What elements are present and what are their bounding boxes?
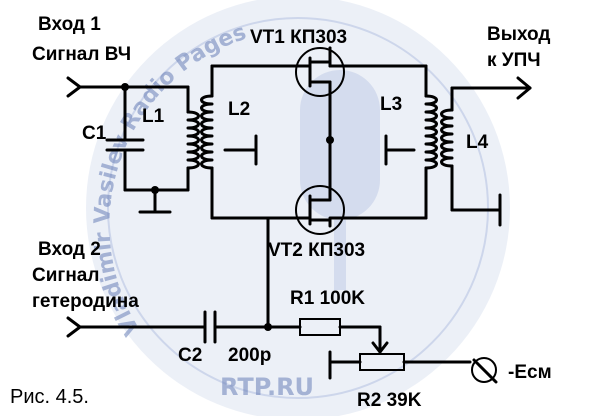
input1-circuit (66, 76, 200, 214)
label-l3: L3 (380, 94, 402, 115)
watermark-text-bottom: RTP.RU (220, 373, 314, 401)
supply-terminal-slash (472, 358, 498, 384)
watermark: Vladimir Vasilev Radio Pages RTP.RU (86, 0, 510, 416)
label-l2: L2 (228, 99, 250, 120)
label-c1: C1 (82, 123, 107, 144)
junction-dot (326, 136, 334, 144)
label-supply: -Eсм (508, 362, 552, 383)
label-output: Выход (487, 24, 550, 45)
vt2-body (295, 185, 345, 235)
watermark-ring (107, 17, 489, 399)
label-input2-signal: Сигнал (32, 265, 99, 286)
label-input1: Вход 1 (38, 14, 101, 35)
label-l1: L1 (142, 106, 165, 127)
watermark-microphone-icon (300, 70, 380, 220)
l2-circuit (200, 64, 304, 220)
figure-caption: Рис. 4.5. (10, 386, 89, 408)
label-input2: Вход 2 (38, 239, 101, 260)
supply-terminal-icon (471, 357, 497, 383)
label-vt1: VT1 КП303 (250, 27, 347, 48)
watermark-mic-stand (334, 220, 346, 290)
label-c2: C2 (178, 345, 202, 366)
r2-wiper-arrow-icon (371, 341, 389, 354)
label-c2-value: 200p (228, 345, 271, 366)
l4-coil (440, 108, 454, 168)
l1-coil (186, 110, 200, 170)
l2-coil (200, 94, 214, 170)
label-input1-signal: Сигнал ВЧ (32, 44, 131, 65)
label-r2: R2 39K (357, 390, 422, 411)
label-r1: R1 100K (290, 288, 365, 309)
label-output-upch: к УПЧ (487, 50, 541, 71)
input2-arrow-icon (66, 316, 82, 338)
junction-dot (264, 323, 272, 331)
label-vt2: VT2 КП303 (268, 240, 365, 261)
label-l4: L4 (466, 132, 489, 153)
vt2-transistor (295, 136, 345, 235)
input1-arrow-icon (66, 76, 82, 98)
bias-circuit (66, 310, 498, 384)
watermark-disc (86, 0, 510, 416)
output-arrow-icon (516, 76, 532, 100)
l3-l4-circuit (384, 64, 532, 227)
vt1-body (295, 47, 345, 97)
l3-coil (424, 94, 438, 170)
label-input2-heterodyne: гетеродина (32, 291, 139, 312)
